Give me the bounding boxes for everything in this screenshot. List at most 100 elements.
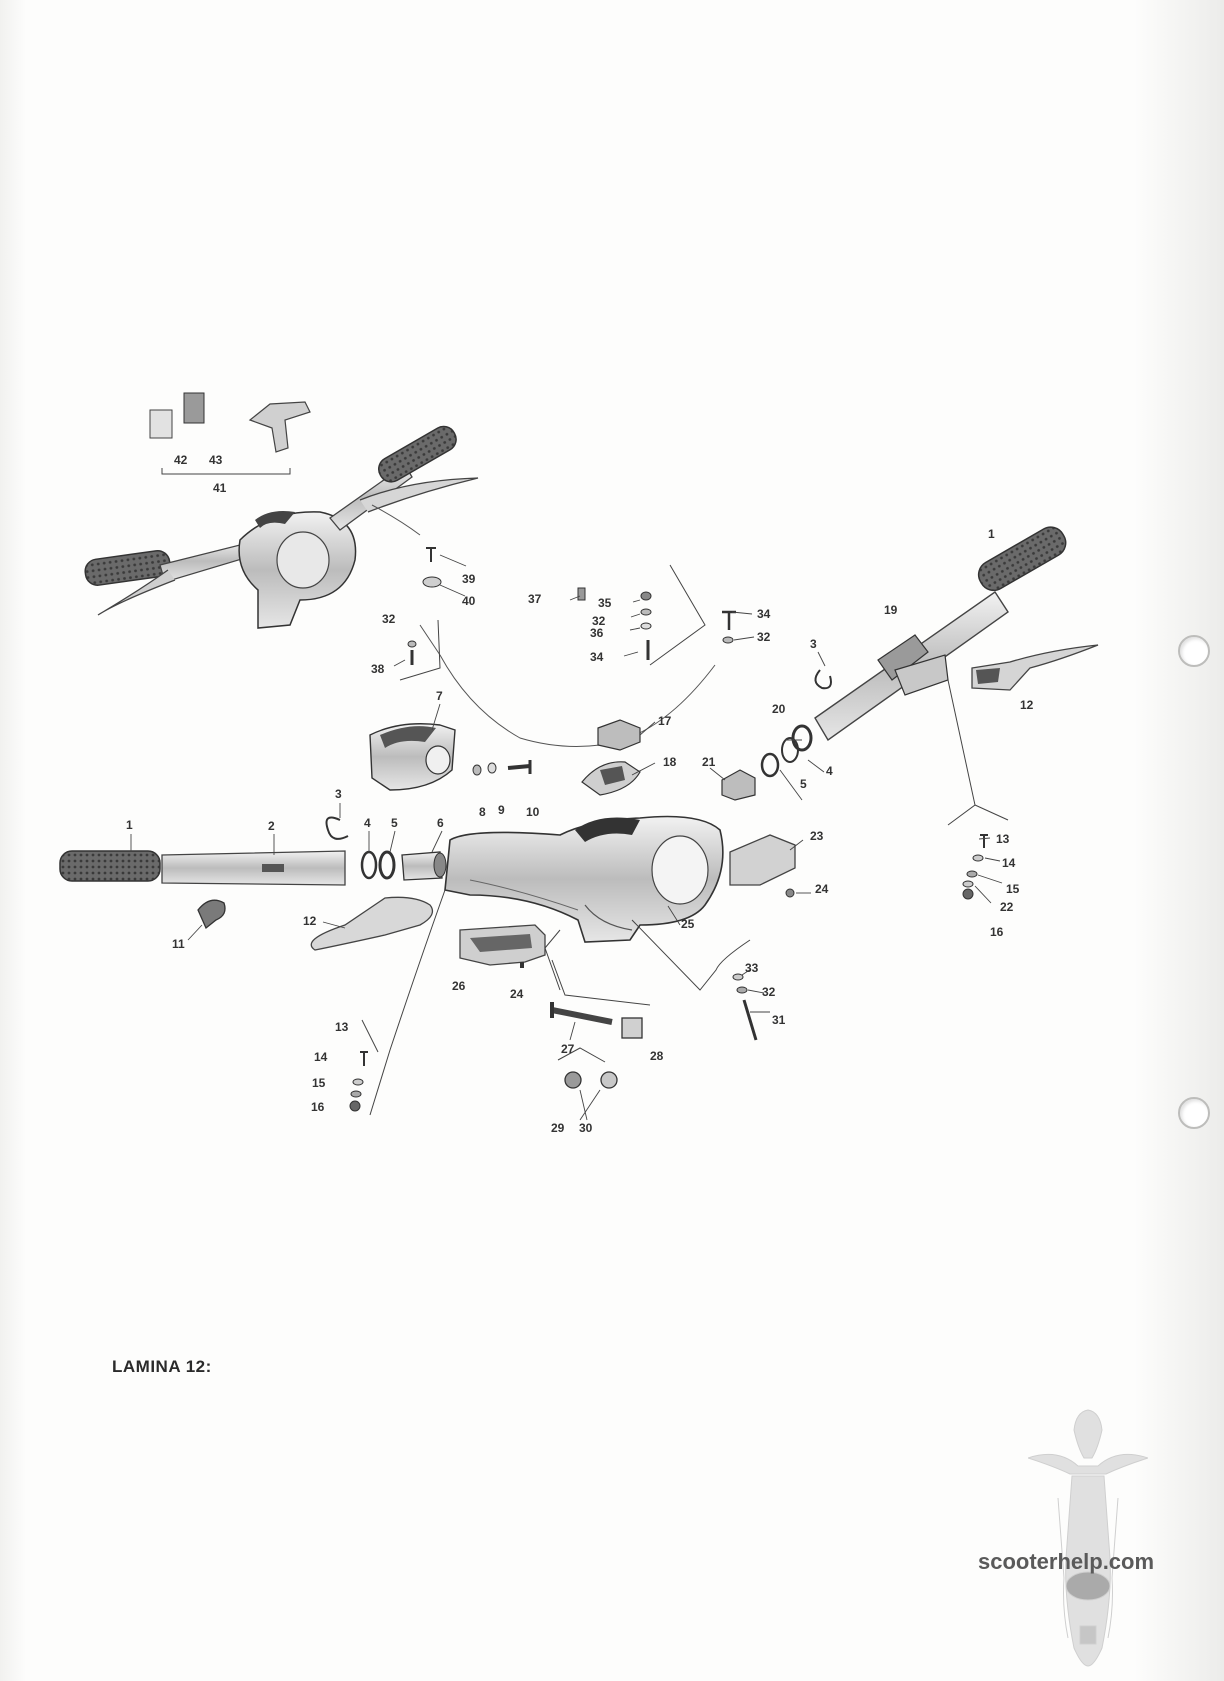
washer-32-left bbox=[407, 640, 417, 648]
bracket-lower-left bbox=[369, 889, 446, 1116]
bar-19-collar bbox=[877, 634, 929, 681]
left-side-exploded bbox=[59, 723, 532, 951]
washer-22-right bbox=[962, 880, 974, 888]
callout-5-right: 5 bbox=[800, 777, 807, 791]
callout-7: 7 bbox=[436, 689, 443, 703]
callout-28: 28 bbox=[650, 1049, 664, 1063]
nut-35 bbox=[640, 591, 652, 601]
callout-18-center: 18 bbox=[663, 755, 677, 769]
callout-32-top-right: 32 bbox=[757, 630, 771, 644]
washer-14-right bbox=[972, 854, 984, 862]
leader-lines bbox=[130, 554, 1003, 1121]
switch-housing-7-top bbox=[380, 726, 436, 748]
bolt-31 bbox=[742, 999, 758, 1041]
ring-5-right bbox=[760, 752, 780, 778]
callout-16-left: 16 bbox=[311, 1100, 325, 1114]
headset-body bbox=[444, 815, 724, 943]
callout-32-left: 32 bbox=[382, 612, 396, 626]
callout-40: 40 bbox=[462, 594, 476, 608]
callout-2: 2 bbox=[268, 819, 275, 833]
ring-4-right bbox=[781, 737, 799, 763]
callout-1-right: 1 bbox=[988, 527, 995, 541]
bracket-column-32-36 bbox=[649, 564, 706, 666]
callout-32-center: 32 bbox=[592, 614, 606, 628]
lower-left-fasteners bbox=[349, 889, 446, 1116]
callout-labels: 1 1 2 3 3 4 4 5 5 6 7 8 9 10 11 12 12 13… bbox=[126, 453, 1034, 1135]
callout-19: 19 bbox=[884, 603, 898, 617]
assembled-handlebar-inset bbox=[84, 392, 479, 629]
callout-12-left: 12 bbox=[303, 914, 317, 928]
callout-33: 33 bbox=[745, 961, 759, 975]
callout-41: 41 bbox=[213, 481, 227, 495]
throttle-tube-slot bbox=[262, 864, 284, 872]
callout-31: 31 bbox=[772, 1013, 786, 1027]
callout-20: 20 bbox=[772, 702, 786, 716]
ring-20 bbox=[791, 724, 813, 752]
fork-cover-23 bbox=[729, 834, 796, 886]
inset-washer-40 bbox=[422, 576, 442, 588]
callout-23: 23 bbox=[810, 829, 824, 843]
bracket-24-26 bbox=[544, 929, 561, 991]
callout-16-right: 16 bbox=[990, 925, 1004, 939]
callout-8: 8 bbox=[479, 805, 486, 819]
callout-24-left: 24 bbox=[510, 987, 524, 1001]
screw-13-right bbox=[980, 834, 988, 848]
callout-37: 37 bbox=[528, 592, 542, 606]
callout-22: 22 bbox=[1000, 900, 1014, 914]
headset-casting bbox=[444, 815, 796, 1089]
sleeve-6-end bbox=[433, 852, 447, 878]
bracket-21 bbox=[721, 769, 756, 801]
headset-speedo-recess bbox=[575, 817, 640, 842]
callout-35: 35 bbox=[598, 596, 612, 610]
callout-10: 10 bbox=[526, 805, 540, 819]
headset-right-opening bbox=[651, 835, 709, 905]
bracket-right-lever-2 bbox=[974, 804, 1009, 821]
washer-14-left bbox=[352, 1078, 364, 1086]
pivot-17 bbox=[597, 719, 641, 751]
callout-9: 9 bbox=[498, 803, 505, 817]
inset-lever-left bbox=[97, 569, 176, 616]
bracket-38 bbox=[399, 619, 441, 681]
inset-switch-bracket bbox=[248, 401, 311, 453]
nut-16-right bbox=[962, 888, 974, 900]
nut-24-right bbox=[785, 888, 795, 898]
callout-1-left: 1 bbox=[126, 818, 133, 832]
cable-loop bbox=[439, 654, 716, 747]
callout-42: 42 bbox=[174, 453, 188, 467]
lever-12-right-shade bbox=[976, 668, 1000, 684]
inset-grip-right bbox=[378, 425, 457, 483]
washer-32-lower bbox=[736, 986, 748, 994]
callout-3-left: 3 bbox=[335, 787, 342, 801]
lever-12-right bbox=[971, 644, 1099, 691]
callout-26: 26 bbox=[452, 979, 466, 993]
watermark: scooterhelp.com bbox=[978, 1549, 1155, 1574]
callout-4-left: 4 bbox=[364, 816, 371, 830]
inset-speedo-window bbox=[255, 511, 295, 528]
callout-15-right: 15 bbox=[1006, 882, 1020, 896]
callout-11: 11 bbox=[172, 937, 185, 951]
inset-cable bbox=[371, 504, 421, 536]
nut-29 bbox=[564, 1071, 582, 1089]
callout-3-right: 3 bbox=[810, 637, 817, 651]
page-edge-shadow bbox=[0, 0, 26, 1681]
callout-24-right: 24 bbox=[815, 882, 829, 896]
callout-6: 6 bbox=[437, 816, 444, 830]
lever-12-left bbox=[310, 896, 434, 951]
cap-11 bbox=[197, 899, 226, 930]
washer-36 bbox=[640, 622, 652, 630]
washer-33 bbox=[732, 973, 744, 981]
throttle-tube bbox=[161, 850, 346, 886]
inset-switch-cover bbox=[149, 409, 173, 439]
bracket-29-30 bbox=[557, 1047, 606, 1063]
callout-25: 25 bbox=[681, 917, 695, 931]
callout-21: 21 bbox=[702, 755, 716, 769]
bracket-lower-left-2 bbox=[361, 1019, 379, 1053]
inset-lever-right bbox=[359, 477, 479, 513]
nut-8 bbox=[472, 764, 482, 776]
screw-34-top bbox=[722, 610, 736, 630]
ring-5 bbox=[378, 850, 396, 880]
spring-clip-3-right bbox=[814, 669, 832, 690]
washer-32-column bbox=[640, 608, 652, 616]
callout-5-left: 5 bbox=[391, 816, 398, 830]
